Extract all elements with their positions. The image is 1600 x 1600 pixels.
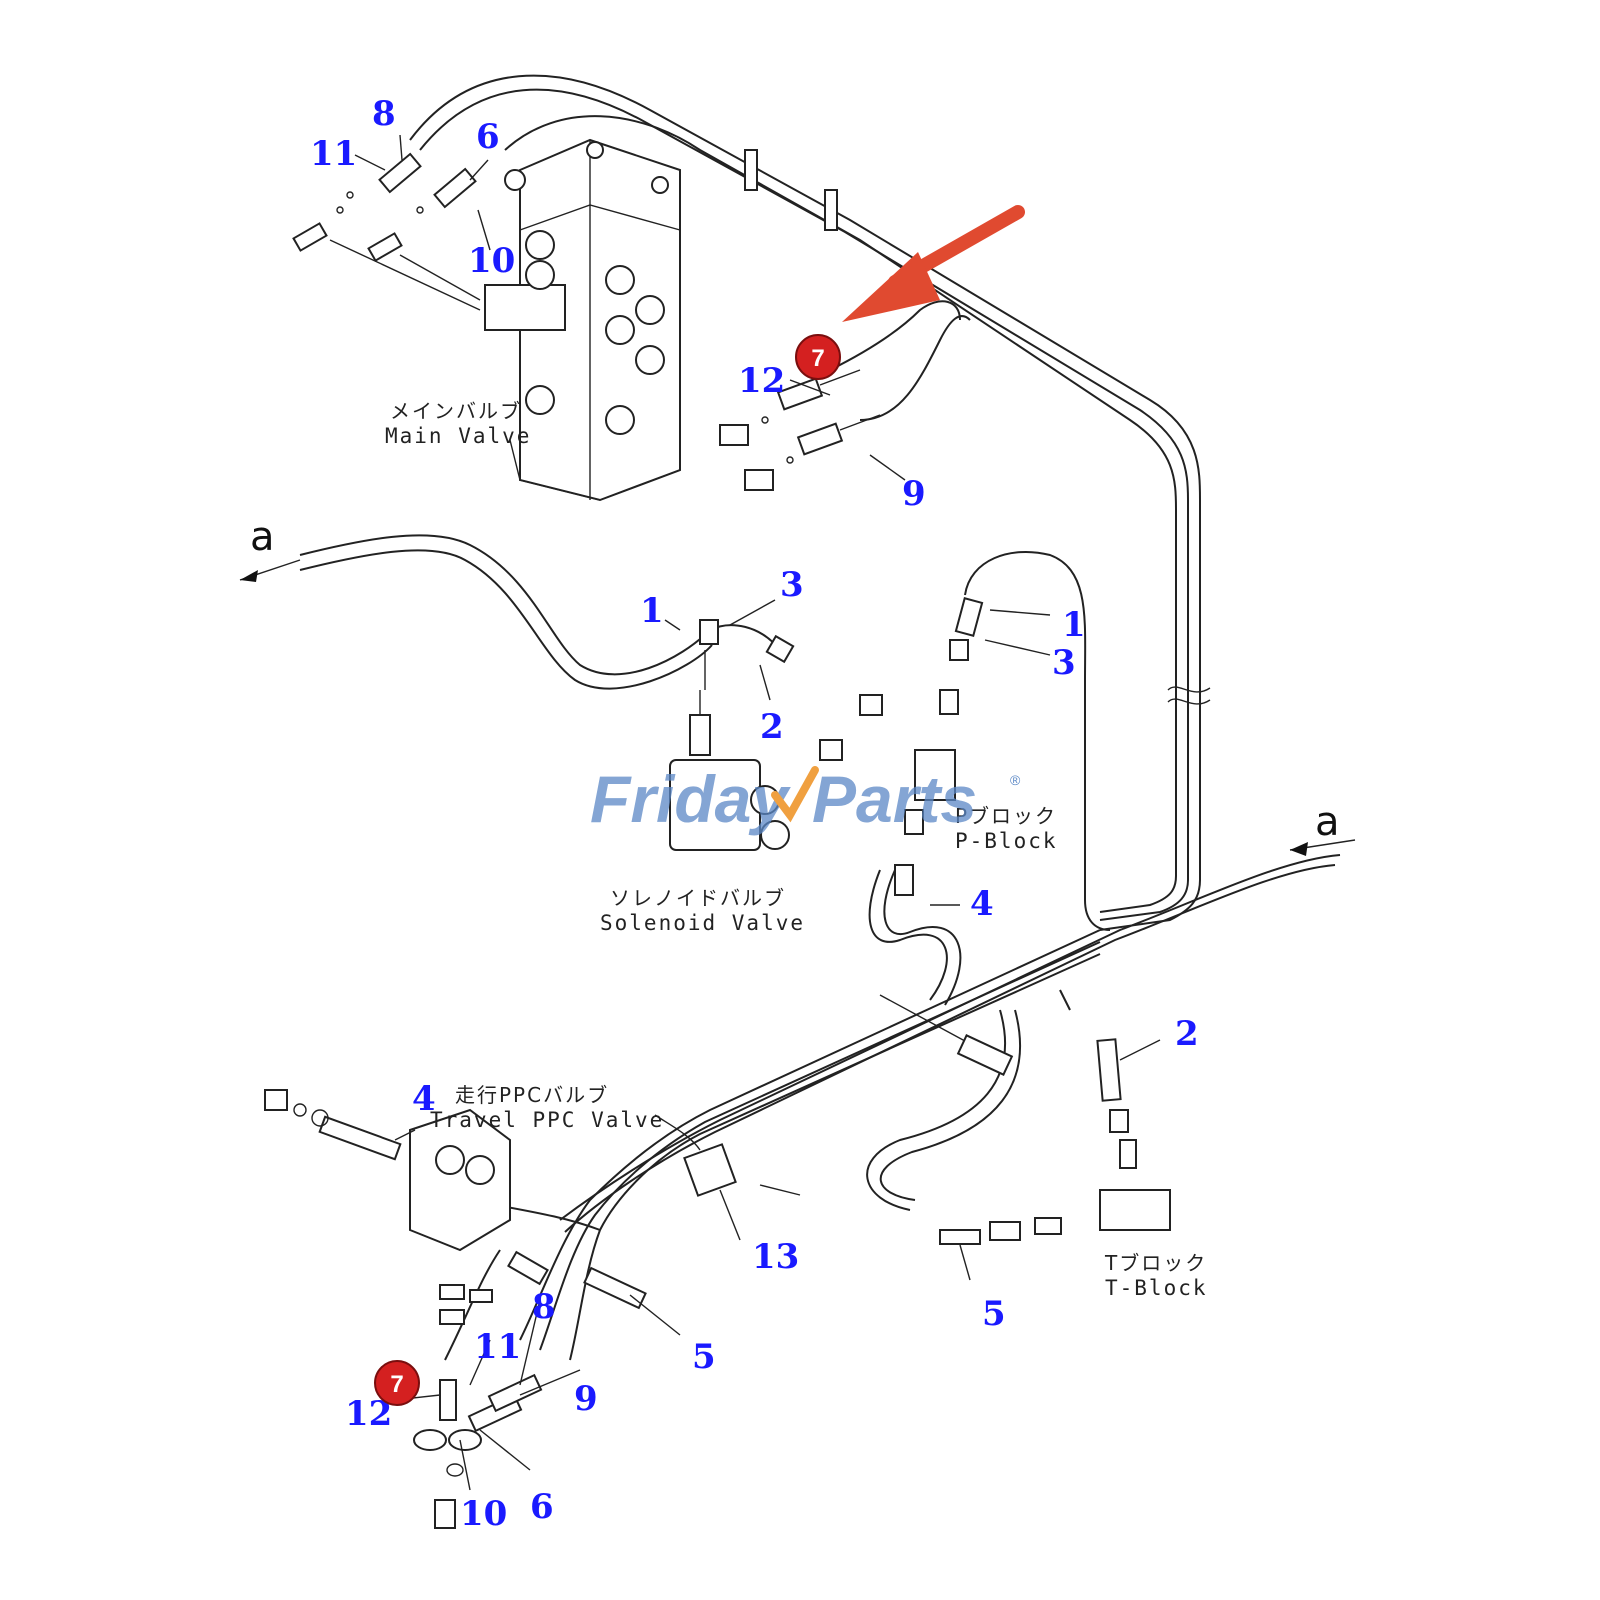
ref-a-left-label: a <box>250 514 275 560</box>
callouts-middle: 1 3 2 1 3 4 2 <box>640 565 1199 1054</box>
main-valve-label-en: Main Valve <box>385 424 531 448</box>
travel-ppc-label-en: Travel PPC Valve <box>430 1108 664 1132</box>
ref-a-right-label: a <box>1315 799 1340 845</box>
callout-9-bottom: 9 <box>574 1379 598 1419</box>
callout-6-top: 6 <box>476 117 500 157</box>
ref-arrow-right-icon <box>1290 842 1308 856</box>
watermark-text-parts: Parts <box>812 762 977 836</box>
leader-lines <box>354 134 1161 1491</box>
main-valve-body <box>484 138 681 502</box>
callout-2-right: 2 <box>1175 1014 1199 1054</box>
solenoid-valve-body <box>669 619 883 851</box>
hose-lines <box>299 74 1341 1361</box>
callout-2-left: 2 <box>760 707 784 747</box>
callout-1-right: 1 <box>1062 605 1086 645</box>
callout-5-right: 5 <box>982 1294 1006 1334</box>
solenoid-valve-label-en: Solenoid Valve <box>600 911 805 935</box>
callouts-bottom: 4 13 5 8 11 9 12 10 6 5 <box>345 1079 1006 1534</box>
callout-8-top: 8 <box>372 94 396 134</box>
callout-10-bottom: 10 <box>460 1494 507 1534</box>
p-block-body <box>894 597 984 896</box>
watermark-check-icon <box>771 766 819 823</box>
watermark-text-friday: Friday <box>590 762 791 836</box>
highlight-badge-top: 7 <box>795 334 841 380</box>
callout-12-top: 12 <box>738 361 785 401</box>
callouts-top: 8 11 6 10 12 9 <box>310 94 926 514</box>
solenoid-valve-label-jp: ソレノイドバルブ <box>610 886 786 910</box>
reference-a-right: a <box>1289 799 1356 856</box>
callout-11-bottom: 11 <box>474 1327 521 1367</box>
travel-ppc-valve-body <box>264 994 1014 1529</box>
badge-top-label: 7 <box>811 345 824 372</box>
callout-3-left: 3 <box>780 565 804 605</box>
callout-5-left: 5 <box>692 1337 716 1377</box>
reference-a-left: a <box>239 514 301 582</box>
badge-bottom-label: 7 <box>390 1371 403 1398</box>
callout-8-bottom: 8 <box>532 1287 556 1327</box>
callout-10-top: 10 <box>468 241 515 281</box>
callout-13: 13 <box>752 1237 799 1277</box>
highlight-badge-bottom: 7 <box>374 1360 420 1406</box>
watermark-registered-mark: ® <box>1010 772 1021 788</box>
main-valve-label-jp: メインバルブ <box>390 399 522 423</box>
callout-1-left: 1 <box>640 591 664 631</box>
callout-11-top: 11 <box>310 134 357 174</box>
callout-9-top: 9 <box>902 474 926 514</box>
main-valve-fittings <box>292 149 881 491</box>
ref-arrow-left-icon <box>240 570 258 582</box>
p-block-label-jp: Pブロック <box>955 804 1057 828</box>
fridayparts-watermark: Friday Parts ® <box>590 762 1021 836</box>
t-block-body <box>939 1038 1171 1245</box>
travel-ppc-label-jp: 走行PPCバルブ <box>455 1083 609 1107</box>
pointer-arrow-icon <box>842 205 1025 322</box>
callout-4-bottom: 4 <box>412 1079 436 1119</box>
p-block-label-en: P-Block <box>955 829 1058 853</box>
t-block-label-jp: Tブロック <box>1104 1251 1207 1275</box>
callout-3-right: 3 <box>1052 643 1076 683</box>
t-block-label-en: T-Block <box>1105 1276 1208 1300</box>
callout-6-bottom: 6 <box>530 1487 554 1527</box>
callout-4-middle: 4 <box>970 884 994 924</box>
